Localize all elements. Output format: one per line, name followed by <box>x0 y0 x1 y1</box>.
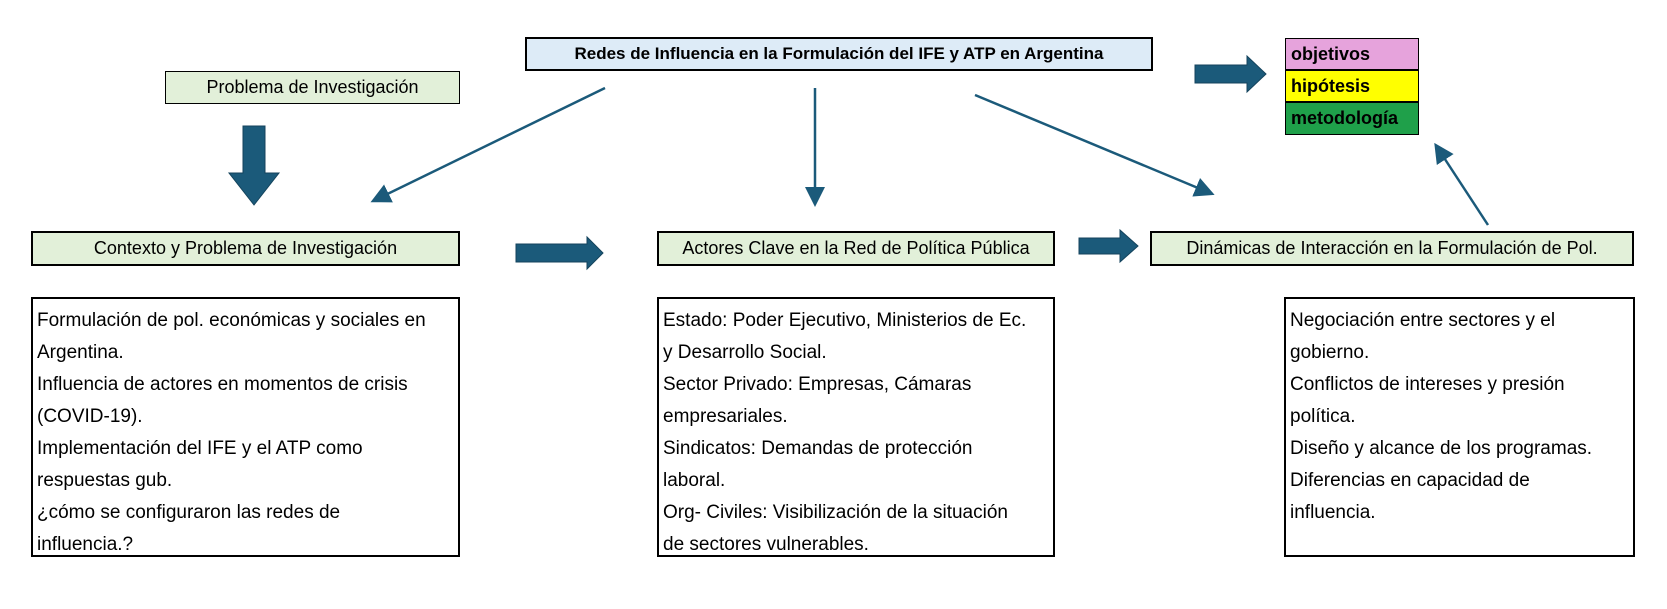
diagram-title: Redes de Influencia en la Formulación de… <box>525 37 1153 71</box>
actores-line: Estado: Poder Ejecutivo, Ministerios de … <box>663 310 1027 331</box>
problema-box: Problema de Investigación <box>165 71 460 104</box>
dinamicas-line: gobierno. <box>1290 342 1370 363</box>
actores-line: Sector Privado: Empresas, Cámaras <box>663 374 972 395</box>
box-dinamicas: Negociación entre sectores y el gobierno… <box>1284 297 1635 557</box>
dinamicas-line: Diseño y alcance de los programas. <box>1290 438 1593 459</box>
dinamicas-line: Negociación entre sectores y el <box>1290 310 1556 331</box>
actores-line: Org- Civiles: Visibilización de la situa… <box>663 502 1008 523</box>
dinamicas-line: Diferencias en capacidad de <box>1290 470 1530 491</box>
block-arrow-title-to-legend <box>1194 54 1267 94</box>
block-arrow-contexto-to-actores <box>515 235 604 271</box>
actores-line: Sindicatos: Demandas de protección <box>663 438 973 459</box>
actores-line: laboral. <box>663 470 726 491</box>
dinamicas-line: Conflictos de intereses y presión <box>1290 374 1565 395</box>
header-contexto: Contexto y Problema de Investigación <box>31 231 460 266</box>
contexto-line: Argentina. <box>37 342 124 363</box>
header-dinamicas: Dinámicas de Interacción en la Formulaci… <box>1150 231 1634 266</box>
arrow-title-to-dinamicas <box>974 93 1215 197</box>
contexto-line: (COVID-19). <box>37 406 143 427</box>
contexto-line: respuestas gub. <box>37 470 173 491</box>
actores-line: empresariales. <box>663 406 788 427</box>
header-actores: Actores Clave en la Red de Política Públ… <box>657 231 1055 266</box>
dinamicas-line: influencia. <box>1290 502 1376 523</box>
block-arrow-actores-to-dinamicas <box>1078 228 1139 264</box>
block-arrow-down <box>227 125 281 206</box>
arrow-dinamicas-to-legend <box>1434 142 1490 226</box>
contexto-line: Formulación de pol. económicas y sociale… <box>37 310 426 331</box>
contexto-line: ¿cómo se configuraron las redes de <box>37 502 341 523</box>
contexto-line: Influencia de actores en momentos de cri… <box>37 374 408 395</box>
contexto-line: Implementación del IFE y el ATP como <box>37 438 363 459</box>
box-contexto: Formulación de pol. económicas y sociale… <box>31 297 460 557</box>
legend-hipotesis: hipótesis <box>1285 70 1419 102</box>
actores-line: y Desarrollo Social. <box>663 342 827 363</box>
contexto-line: influencia.? <box>37 534 134 555</box>
legend-objetivos: objetivos <box>1285 38 1419 70</box>
arrow-title-to-contexto <box>370 86 606 203</box>
box-actores: Estado: Poder Ejecutivo, Ministerios de … <box>657 297 1055 557</box>
legend-metodologia: metodología <box>1285 102 1419 135</box>
dinamicas-line: política. <box>1290 406 1356 427</box>
actores-line: de sectores vulnerables. <box>663 534 869 555</box>
